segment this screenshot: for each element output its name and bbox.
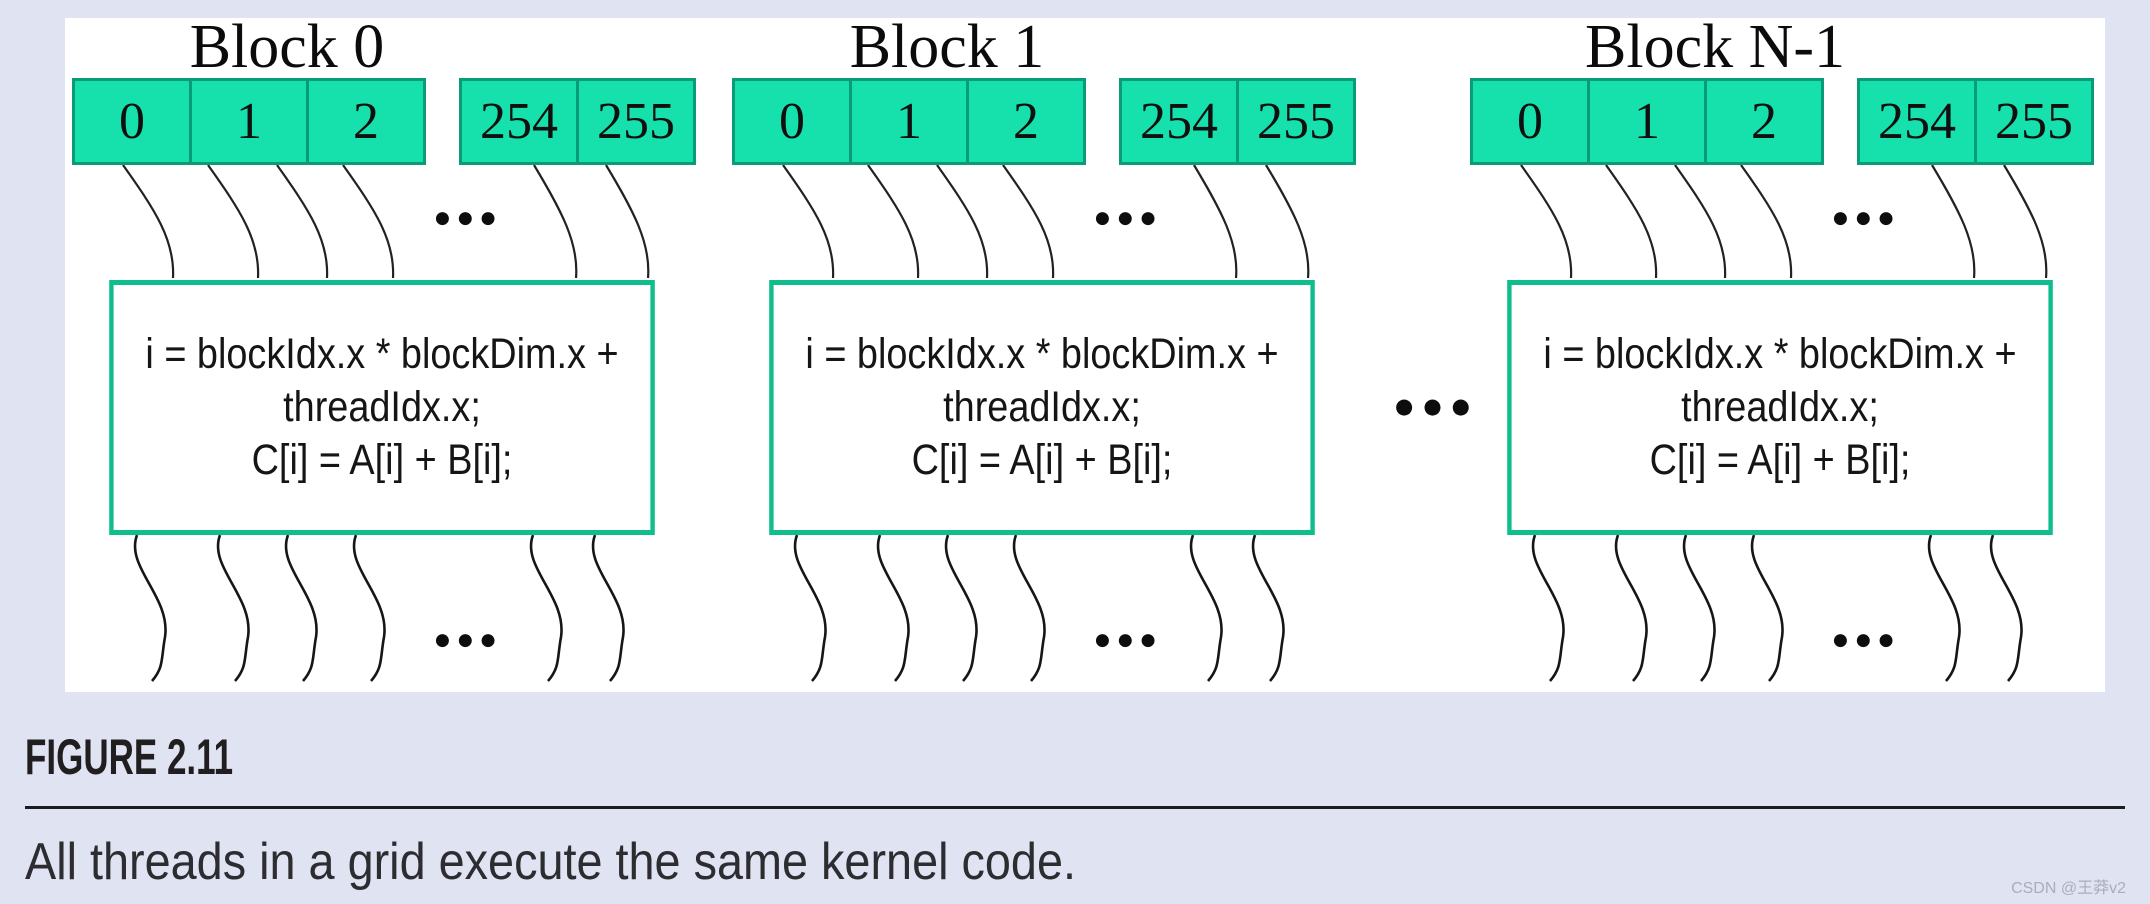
thread-cells-row: 0 1 2 254 255: [732, 78, 1356, 165]
figure-caption: All threads in a grid execute the same k…: [25, 833, 1076, 891]
thread-cell: 255: [1236, 78, 1356, 165]
thread-cells-row: 0 1 2 254 255: [1470, 78, 2094, 165]
code-output-arrows: [793, 535, 1285, 682]
ellipsis-icon: ●●●: [1395, 394, 1480, 418]
kernel-code-box: i = blockIdx.x * blockDim.x + threadIdx.…: [769, 280, 1315, 535]
thread-cell: 254: [459, 78, 579, 165]
thread-cell: 2: [1704, 78, 1824, 165]
thread-cell: 1: [189, 78, 309, 165]
thread-cell: 254: [1119, 78, 1239, 165]
thread-cell: 2: [966, 78, 1086, 165]
thread-cell: 0: [72, 78, 192, 165]
thread-cells-left: 0 1 2: [72, 78, 426, 165]
code-line: i = blockIdx.x * blockDim.x +: [805, 330, 1279, 378]
thread-cells-right: 254 255: [459, 78, 696, 165]
code-line: C[i] = A[i] + B[i];: [251, 436, 513, 484]
code-line: C[i] = A[i] + B[i];: [1649, 436, 1911, 484]
block-title: Block 1: [849, 13, 1045, 81]
ellipsis-icon: ●●●: [1095, 630, 1164, 650]
thread-cells-left: 0 1 2: [1470, 78, 1824, 165]
block-title: Block 0: [189, 13, 385, 81]
ellipsis-icon: ●●●: [435, 630, 504, 650]
cell-gap: [1824, 78, 1857, 165]
thread-cell: 0: [1470, 78, 1590, 165]
code-line: i = blockIdx.x * blockDim.x +: [145, 330, 619, 378]
thread-cell: 0: [732, 78, 852, 165]
ellipsis-icon: ●●●: [1833, 208, 1902, 228]
code-line: threadIdx.x;: [1681, 383, 1879, 431]
thread-cells-row: 0 1 2 254 255: [72, 78, 696, 165]
ellipsis-icon: ●●●: [1833, 630, 1902, 650]
thread-block-n-1: Block N-1 0 1 2 254 255 ●●● i = blockIdx…: [1470, 13, 2100, 692]
code-line: C[i] = A[i] + B[i];: [911, 436, 1173, 484]
thread-cells-right: 254 255: [1119, 78, 1356, 165]
code-output-arrows: [1531, 535, 2023, 682]
watermark: CSDN @王莽v2: [2011, 880, 2126, 897]
thread-cell: 1: [1587, 78, 1707, 165]
code-line: threadIdx.x;: [943, 383, 1141, 431]
thread-cell: 2: [306, 78, 426, 165]
code-output-arrows: [133, 535, 625, 682]
kernel-code-box: i = blockIdx.x * blockDim.x + threadIdx.…: [1507, 280, 2053, 535]
code-line: i = blockIdx.x * blockDim.x +: [1543, 330, 2017, 378]
cell-gap: [426, 78, 459, 165]
thread-cell: 255: [1974, 78, 2094, 165]
ellipsis-icon: ●●●: [435, 208, 504, 228]
thread-to-code-arrows: [122, 165, 650, 279]
thread-cell: 1: [849, 78, 969, 165]
thread-cells-left: 0 1 2: [732, 78, 1086, 165]
thread-to-code-arrows: [1520, 165, 2048, 279]
thread-block-0: Block 0 0 1 2 254 255 ●●● i = blockIdx.x…: [72, 13, 702, 692]
thread-cell: 255: [576, 78, 696, 165]
block-title: Block N-1: [1584, 13, 1846, 81]
code-line: threadIdx.x;: [283, 383, 481, 431]
thread-to-code-arrows: [782, 165, 1310, 279]
figure-label: FIGURE 2.11: [25, 729, 234, 785]
cell-gap: [1086, 78, 1119, 165]
thread-cell: 254: [1857, 78, 1977, 165]
caption-divider: [25, 806, 2125, 809]
kernel-code-box: i = blockIdx.x * blockDim.x + threadIdx.…: [109, 280, 655, 535]
diagram-panel: Block 0 0 1 2 254 255 ●●● i = blockIdx.x…: [65, 13, 2105, 692]
thread-block-1: Block 1 0 1 2 254 255 ●●● i = blockIdx.x…: [732, 13, 1362, 692]
ellipsis-icon: ●●●: [1095, 208, 1164, 228]
thread-cells-right: 254 255: [1857, 78, 2094, 165]
